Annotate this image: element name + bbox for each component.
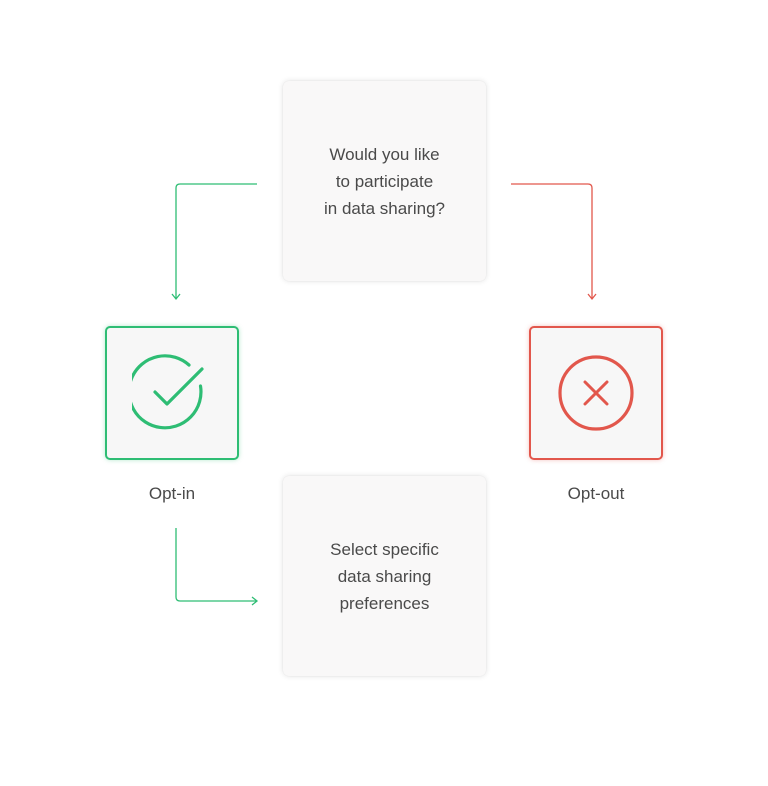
arrow-optin-to-preferences [175, 528, 259, 606]
opt-in-box[interactable] [105, 326, 239, 460]
preferences-text: Select specific data sharing preferences [330, 539, 439, 613]
opt-out-box[interactable] [529, 326, 663, 460]
check-circle-icon [132, 354, 204, 430]
preferences-card[interactable]: Select specific data sharing preferences [283, 476, 486, 676]
arrow-question-to-optout [511, 183, 597, 301]
question-card: Would you like to participate in data sh… [283, 81, 486, 281]
question-text: Would you like to participate in data sh… [324, 144, 445, 218]
x-circle-icon [558, 355, 634, 431]
opt-out-label: Opt-out [567, 484, 625, 503]
arrow-question-to-optin [171, 183, 257, 301]
opt-in-label: Opt-in [148, 484, 196, 503]
